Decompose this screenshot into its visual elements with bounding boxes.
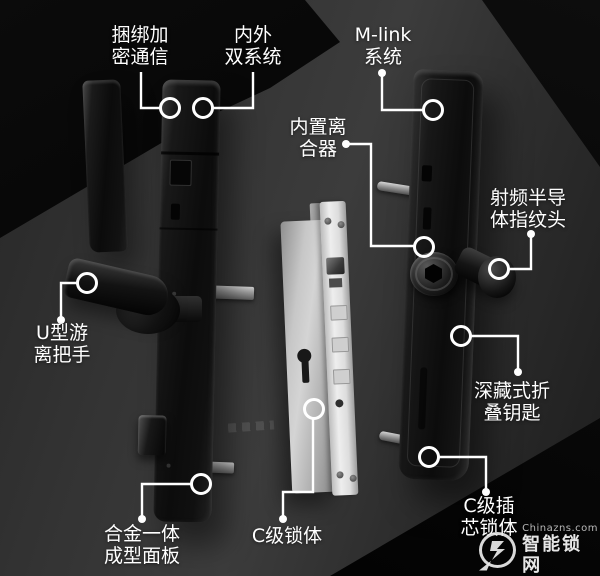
keyhole-slot [301, 358, 310, 383]
label-builtin-clutch: 内置离 合器 [289, 116, 347, 160]
back-panel-slot-2 [422, 207, 432, 230]
faceplate-slot [330, 304, 348, 321]
label-line: C级插 [463, 495, 515, 517]
clutch-knob-ring [415, 257, 453, 291]
front-panel-slot [170, 203, 181, 220]
label-line: 成型面板 [103, 544, 181, 567]
front-panel-seam [161, 151, 220, 156]
label-line: U型游 [36, 322, 88, 344]
label-line: M-link [354, 24, 412, 46]
label-line: 内置离 [289, 116, 347, 138]
label-line: 深藏式折 [473, 380, 551, 402]
label-lock-body: C级锁体 [251, 525, 323, 548]
logo-bolt-icon [490, 540, 505, 560]
speech-bubble-tail [479, 560, 491, 571]
label-hidden-folding-key: 深藏式折 叠钥匙 [473, 380, 551, 424]
front-panel-screw-dot-2 [166, 463, 171, 468]
label-mlink-system: M-link 系统 [354, 24, 412, 68]
speech-bubble-logo-icon [479, 531, 517, 571]
faceplate-slot [331, 336, 350, 353]
label-line: C级锁体 [251, 525, 323, 547]
label-rf-fingerprint: 射频半导 体指纹头 [489, 187, 567, 231]
clutch-knob-hex-socket [425, 264, 442, 283]
label-line: 双系统 [224, 45, 282, 68]
label-bundle-encryption: 捆绑加 密通信 [111, 24, 169, 68]
watermark-domain: Chinazns.com [522, 523, 599, 534]
label-line: 系统 [363, 45, 403, 68]
mortise-lock-body-part [280, 200, 367, 498]
side-cover-part [82, 79, 128, 253]
front-panel-sensor-window [169, 159, 192, 187]
label-line: 合器 [298, 137, 338, 160]
label-line: 内外 [233, 24, 273, 46]
latch-bolt-lower [328, 278, 343, 288]
label-u-handle: U型游 离把手 [33, 322, 91, 366]
label-line: 离把手 [33, 343, 91, 366]
watermark: Chinazns.com 智能锁网 [479, 523, 600, 576]
label-line: 叠钥匙 [483, 401, 541, 424]
clutch-knob-part [410, 252, 458, 296]
label-line: 合金一体 [103, 523, 181, 545]
thumb-turn-block [137, 415, 167, 456]
label-line: 捆绑加 [111, 24, 169, 46]
label-line: 射频半导 [489, 187, 567, 209]
background-reflection [227, 420, 275, 433]
faceplate-slot [332, 368, 351, 385]
label-line: 体指纹头 [489, 208, 567, 231]
watermark-site-name: 智能锁网 [522, 534, 583, 576]
front-panel-seam-2 [159, 227, 218, 231]
label-line: 密通信 [111, 45, 169, 68]
label-dual-system: 内外 双系统 [224, 24, 282, 68]
interior-handle-boss [478, 256, 516, 298]
watermark-text: Chinazns.com 智能锁网 [522, 523, 600, 576]
label-alloy-panel: 合金一体 成型面板 [103, 523, 181, 567]
back-panel-slot [421, 165, 433, 182]
latch-bolt [326, 256, 345, 275]
